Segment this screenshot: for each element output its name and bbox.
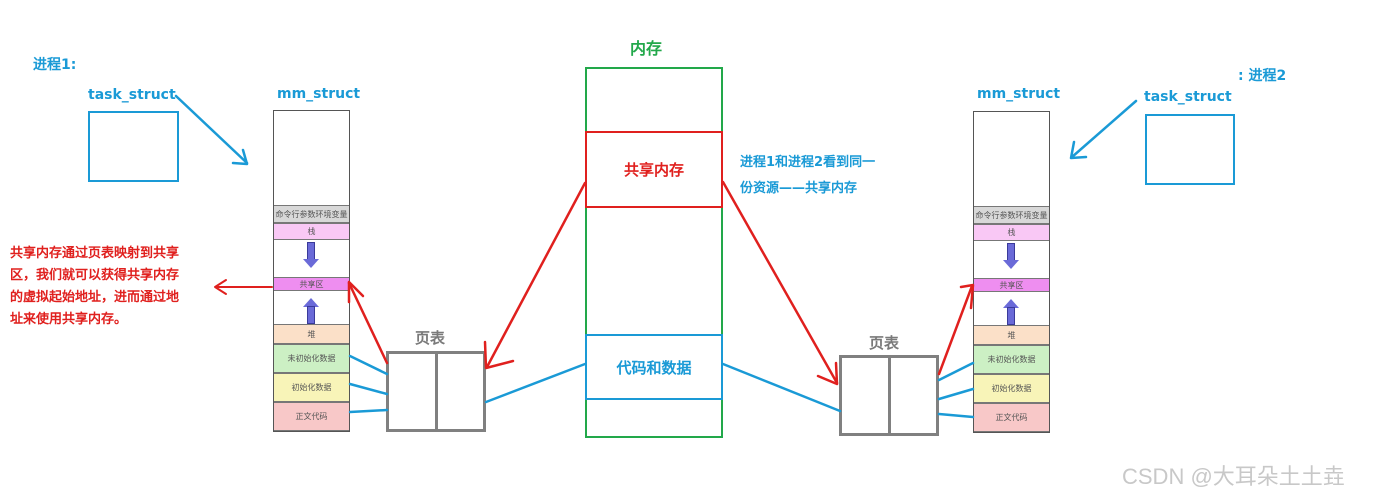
process1-segment-heap: 堆 <box>274 324 349 344</box>
process2-segment-cmdline-env: 命令行参数环境变量 <box>974 206 1049 224</box>
left-annotation-line: 区，我们就可以获得共享内存 <box>10 268 180 283</box>
page-table-left <box>386 351 486 432</box>
left-annotation-line: 的虚拟起始地址，进而通过地 <box>10 290 180 305</box>
process1-segment-text-code: 正文代码 <box>274 402 349 431</box>
process1-segment-uninit-data: 未初始化数据 <box>274 344 349 373</box>
arrow-up-icon <box>303 298 319 307</box>
watermark: CSDN @大耳朵土土垚 <box>1122 464 1345 489</box>
left-annotation-line: 址来使用共享内存。 <box>10 312 128 327</box>
process2-segment-init-data: 初始化数据 <box>974 374 1049 403</box>
left-annotation-line: 共享内存通过页表映射到共享 <box>10 246 180 261</box>
process1-segment-shared-region: 共享区 <box>274 277 349 291</box>
process2-label: : 进程2 <box>1238 68 1287 84</box>
page-table-right <box>839 355 939 436</box>
page-table-right-label: 页表 <box>869 334 900 352</box>
center-annotation: 进程1和进程2看到同一 份资源——共享内存 <box>740 150 875 202</box>
heap-grow-up-icon <box>1007 307 1015 325</box>
process2-task-struct-label: task_struct <box>1144 89 1232 105</box>
center-annotation-line: 进程1和进程2看到同一 <box>740 155 876 170</box>
process1-label: 进程1: <box>33 57 77 73</box>
process1-segment-stack: 栈 <box>274 223 349 240</box>
stack-grow-down-icon <box>307 242 315 260</box>
center-annotation-line: 份资源——共享内存 <box>740 181 858 196</box>
arrow-down-icon <box>1003 260 1019 269</box>
shared-memory-block: 共享内存 <box>585 131 723 208</box>
code-data-label: 代码和数据 <box>616 358 692 377</box>
stack-grow-down-icon <box>1007 243 1015 261</box>
shared-memory-label: 共享内存 <box>623 161 684 179</box>
left-annotation: 共享内存通过页表映射到共享 区，我们就可以获得共享内存 的虚拟起始地址，进而通过… <box>10 243 179 331</box>
process2-segment-stack: 栈 <box>974 224 1049 241</box>
heap-grow-up-icon <box>307 306 315 324</box>
process1-mm-struct: 命令行参数环境变量 栈 共享区 堆 未初始化数据 初始化数据 正文代码 <box>273 110 350 432</box>
page-table-left-label: 页表 <box>415 329 446 347</box>
process2-segment-shared-region: 共享区 <box>974 278 1049 292</box>
code-data-block: 代码和数据 <box>585 334 723 400</box>
arrow-down-icon <box>303 259 319 268</box>
process2-mm-struct: 命令行参数环境变量 栈 共享区 堆 未初始化数据 初始化数据 正文代码 <box>973 111 1050 433</box>
process2-segment-heap: 堆 <box>974 325 1049 345</box>
process1-task-struct-box <box>88 111 179 182</box>
process2-task-struct-box <box>1145 114 1235 185</box>
process2-mm-struct-label: mm_struct <box>977 86 1061 102</box>
process1-task-struct-label: task_struct <box>88 87 176 103</box>
process2-segment-uninit-data: 未初始化数据 <box>974 345 1049 374</box>
arrow-up-icon <box>1003 299 1019 308</box>
process1-mm-struct-label: mm_struct <box>277 86 361 102</box>
process1-segment-cmdline-env: 命令行参数环境变量 <box>274 205 349 223</box>
process1-segment-init-data: 初始化数据 <box>274 373 349 402</box>
memory-title: 内存 <box>630 39 663 58</box>
process2-segment-text-code: 正文代码 <box>974 403 1049 432</box>
